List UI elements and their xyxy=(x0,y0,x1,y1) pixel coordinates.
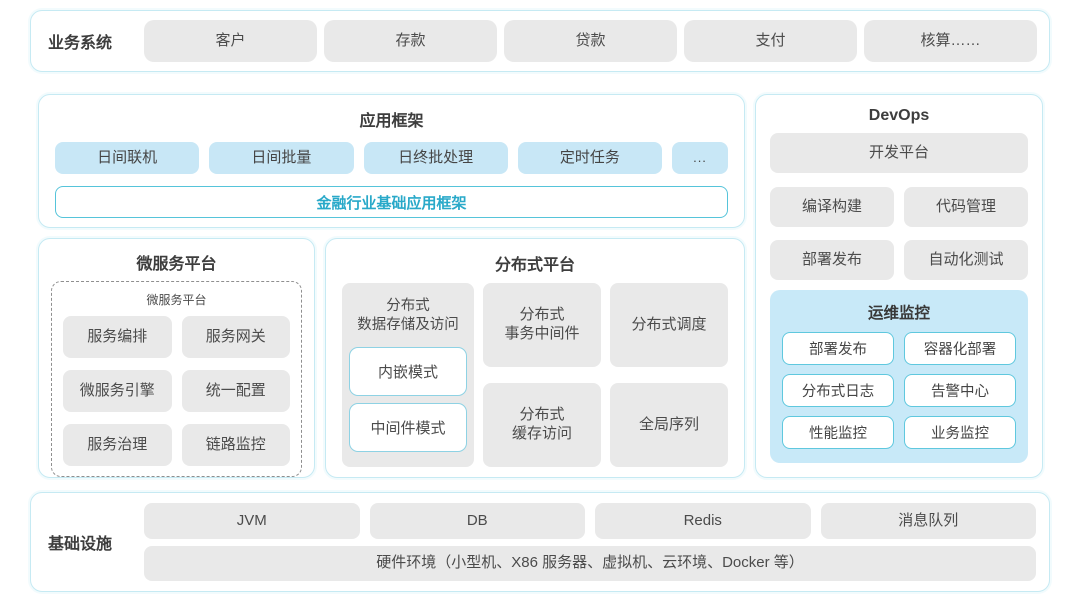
microservice-box: 服务网关 xyxy=(181,316,290,358)
app-framework-box: 定时任务 xyxy=(517,142,662,174)
microservice-box: 微服务引擎 xyxy=(63,370,172,412)
distributed-box: 分布式 缓存访问 xyxy=(483,383,601,467)
business-system-box: 核算…… xyxy=(864,20,1037,62)
app-framework-panel: 应用框架 日间联机 日间批量 日终批处理 定时任务 ... 金融行业基础应用框架 xyxy=(38,94,745,228)
infrastructure-panel: 基础设施 JVM DB Redis 消息队列 硬件环境（小型机、X86 服务器、… xyxy=(30,492,1050,592)
app-framework-row: 日间联机 日间批量 日终批处理 定时任务 ... xyxy=(55,142,728,174)
distributed-box: 全局序列 xyxy=(610,383,728,467)
business-systems-panel: 业务系统 客户 存款 贷款 支付 核算…… xyxy=(30,10,1050,72)
ops-monitor-box: 容器化部署 xyxy=(904,332,1016,365)
microservice-box: 统一配置 xyxy=(181,370,290,412)
infrastructure-label: 基础设施 xyxy=(48,536,113,553)
middle-region: 应用框架 日间联机 日间批量 日终批处理 定时任务 ... 金融行业基础应用框架… xyxy=(38,94,1043,478)
business-system-box: 存款 xyxy=(324,20,497,62)
infrastructure-row: JVM DB Redis 消息队列 xyxy=(144,503,1036,539)
app-framework-box: 日间批量 xyxy=(209,142,354,174)
app-framework-box: 日终批处理 xyxy=(363,142,508,174)
infrastructure-box: DB xyxy=(369,503,585,539)
middle-left-column: 应用框架 日间联机 日间批量 日终批处理 定时任务 ... 金融行业基础应用框架… xyxy=(38,94,745,478)
distributed-panel: 分布式平台 分布式 数据存储及访问 内嵌模式 中间件模式 分布式 事务中间件 分… xyxy=(325,238,745,478)
microservice-box: 服务治理 xyxy=(63,424,172,466)
microservice-box: 服务编排 xyxy=(63,316,172,358)
ops-monitor-box: 分布式日志 xyxy=(782,374,894,407)
infrastructure-box: JVM xyxy=(144,503,360,539)
distributed-title: 分布式平台 xyxy=(494,257,575,274)
devops-title: DevOps xyxy=(868,107,930,124)
distributed-middle-column: 分布式 事务中间件 分布式 缓存访问 xyxy=(483,283,601,467)
devops-platform-box: 开发平台 xyxy=(770,133,1028,173)
distributed-storage-title: 分布式 数据存储及访问 xyxy=(357,298,459,333)
devops-box: 代码管理 xyxy=(904,187,1028,227)
business-system-box: 贷款 xyxy=(504,20,677,62)
ops-monitor-box: 业务监控 xyxy=(904,416,1016,449)
business-system-box: 客户 xyxy=(144,20,317,62)
storage-mode-box: 内嵌模式 xyxy=(349,346,467,396)
business-systems-row: 客户 存款 贷款 支付 核算…… xyxy=(144,20,1037,62)
ops-monitor-title: 运维监控 xyxy=(867,305,930,322)
platforms-row: 微服务平台 微服务平台 服务编排 服务网关 微服务引擎 统一配置 服务治理 链路… xyxy=(38,238,745,478)
ops-monitor-box: 部署发布 xyxy=(782,332,894,365)
microservice-inner-title: 微服务平台 xyxy=(146,293,207,307)
devops-box: 自动化测试 xyxy=(904,240,1028,280)
ops-monitor-grid: 部署发布 容器化部署 分布式日志 告警中心 性能监控 业务监控 xyxy=(782,332,1016,449)
distributed-grid: 分布式 数据存储及访问 内嵌模式 中间件模式 分布式 事务中间件 分布式 缓存访… xyxy=(342,283,728,467)
ops-monitor-box: 告警中心 xyxy=(904,374,1016,407)
microservice-inner-panel: 微服务平台 服务编排 服务网关 微服务引擎 统一配置 服务治理 链路监控 xyxy=(51,281,302,477)
microservice-title: 微服务平台 xyxy=(136,256,217,273)
ops-monitor-panel: 运维监控 部署发布 容器化部署 分布式日志 告警中心 性能监控 业务监控 xyxy=(770,290,1028,463)
storage-mode-box: 中间件模式 xyxy=(349,402,467,452)
hardware-environment-box: 硬件环境（小型机、X86 服务器、虚拟机、云环境、Docker 等） xyxy=(144,546,1036,581)
distributed-storage-box: 分布式 数据存储及访问 内嵌模式 中间件模式 xyxy=(342,283,474,467)
infrastructure-content: JVM DB Redis 消息队列 硬件环境（小型机、X86 服务器、虚拟机、云… xyxy=(144,503,1036,581)
base-framework-box: 金融行业基础应用框架 xyxy=(55,186,728,218)
ops-monitor-box: 性能监控 xyxy=(782,416,894,449)
infrastructure-box: Redis xyxy=(595,503,811,539)
business-system-box: 支付 xyxy=(684,20,857,62)
microservice-grid: 服务编排 服务网关 微服务引擎 统一配置 服务治理 链路监控 xyxy=(63,316,290,466)
devops-panel: DevOps 开发平台 编译构建 代码管理 部署发布 自动化测试 运维监控 部署… xyxy=(755,94,1043,478)
devops-box: 部署发布 xyxy=(770,240,894,280)
distributed-box: 分布式调度 xyxy=(610,283,728,367)
microservice-panel: 微服务平台 微服务平台 服务编排 服务网关 微服务引擎 统一配置 服务治理 链路… xyxy=(38,238,315,478)
app-framework-box: 日间联机 xyxy=(55,142,200,174)
distributed-right-column: 分布式调度 全局序列 xyxy=(610,283,728,467)
infrastructure-box: 消息队列 xyxy=(820,503,1036,539)
distributed-box: 分布式 事务中间件 xyxy=(483,283,601,367)
app-framework-title: 应用框架 xyxy=(359,113,424,130)
business-systems-label: 业务系统 xyxy=(48,35,113,52)
microservice-box: 链路监控 xyxy=(181,424,290,466)
app-framework-more-box: ... xyxy=(672,142,728,174)
devops-grid: 编译构建 代码管理 部署发布 自动化测试 xyxy=(770,187,1028,280)
devops-box: 编译构建 xyxy=(770,187,894,227)
